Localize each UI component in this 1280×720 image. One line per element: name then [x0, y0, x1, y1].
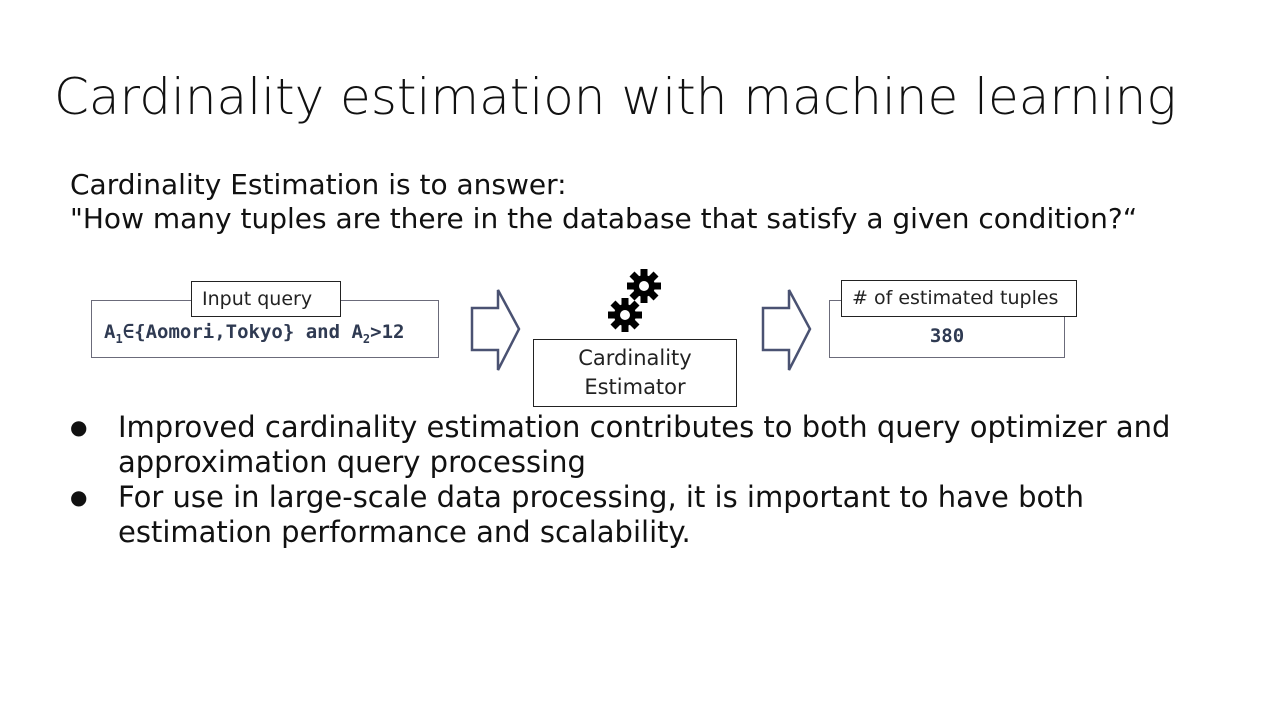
- bullet-marker: ●: [70, 485, 88, 509]
- bullet-list: ● Improved cardinality estimation contri…: [70, 410, 1230, 550]
- query-sub-1: 1: [115, 331, 123, 346]
- output-value: 380: [929, 325, 965, 347]
- bullet-item: ● Improved cardinality estimation contri…: [70, 410, 1230, 480]
- query-sub-2: 2: [362, 331, 371, 346]
- slide-title: Cardinality estimation with machine lear…: [54, 68, 1177, 126]
- intro-text: Cardinality Estimation is to answer: "Ho…: [70, 168, 1137, 236]
- arrow-right-icon: [470, 289, 521, 371]
- estimator-line-1: Cardinality: [578, 346, 692, 370]
- bullet-item: ● For use in large-scale data processing…: [70, 480, 1230, 550]
- query-attr-a1: A: [104, 321, 116, 343]
- bullet-marker: ●: [70, 415, 88, 439]
- intro-line-2: "How many tuples are there in the databa…: [70, 202, 1138, 235]
- bullet-text: Improved cardinality estimation contribu…: [118, 410, 1171, 479]
- query-expression: A1∈{Aomori,Tokyo} and A2>12: [104, 321, 404, 346]
- arrow-right-icon: [761, 289, 812, 371]
- output-label: # of estimated tuples: [841, 280, 1077, 317]
- estimator-line-2: Estimator: [584, 375, 686, 399]
- query-middle: ∈{Aomori,Tokyo} and A: [122, 321, 363, 343]
- input-query-label: Input query: [191, 281, 341, 317]
- gears-icon: [608, 269, 661, 332]
- query-tail: >12: [370, 321, 405, 343]
- cardinality-estimator-box: Cardinality Estimator: [533, 339, 737, 407]
- intro-line-1: Cardinality Estimation is to answer:: [70, 168, 567, 201]
- bullet-text: For use in large-scale data processing, …: [118, 480, 1085, 549]
